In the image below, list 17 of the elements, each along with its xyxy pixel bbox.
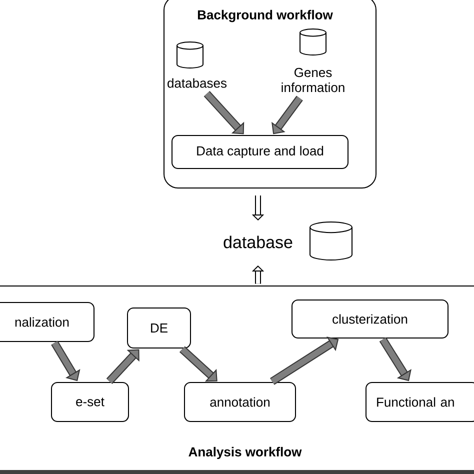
arrow bbox=[179, 346, 218, 382]
process-box: DE bbox=[127, 308, 191, 348]
node-label: databases bbox=[168, 78, 227, 88]
arrow bbox=[270, 336, 339, 385]
node-label: database bbox=[224, 236, 292, 248]
process-box: e-set bbox=[51, 382, 129, 422]
arrow bbox=[106, 349, 140, 384]
arrow bbox=[51, 340, 80, 382]
arrow bbox=[272, 96, 303, 134]
process-box: Functional an bbox=[366, 382, 474, 422]
process-box: nalization bbox=[0, 302, 94, 342]
process-box: Data capture and load bbox=[172, 135, 348, 169]
arrow bbox=[379, 337, 412, 382]
node-label: Genes information bbox=[282, 68, 344, 92]
process-box: clusterization bbox=[292, 300, 448, 338]
arrow bbox=[204, 91, 244, 134]
process-box: annotation bbox=[184, 382, 296, 422]
